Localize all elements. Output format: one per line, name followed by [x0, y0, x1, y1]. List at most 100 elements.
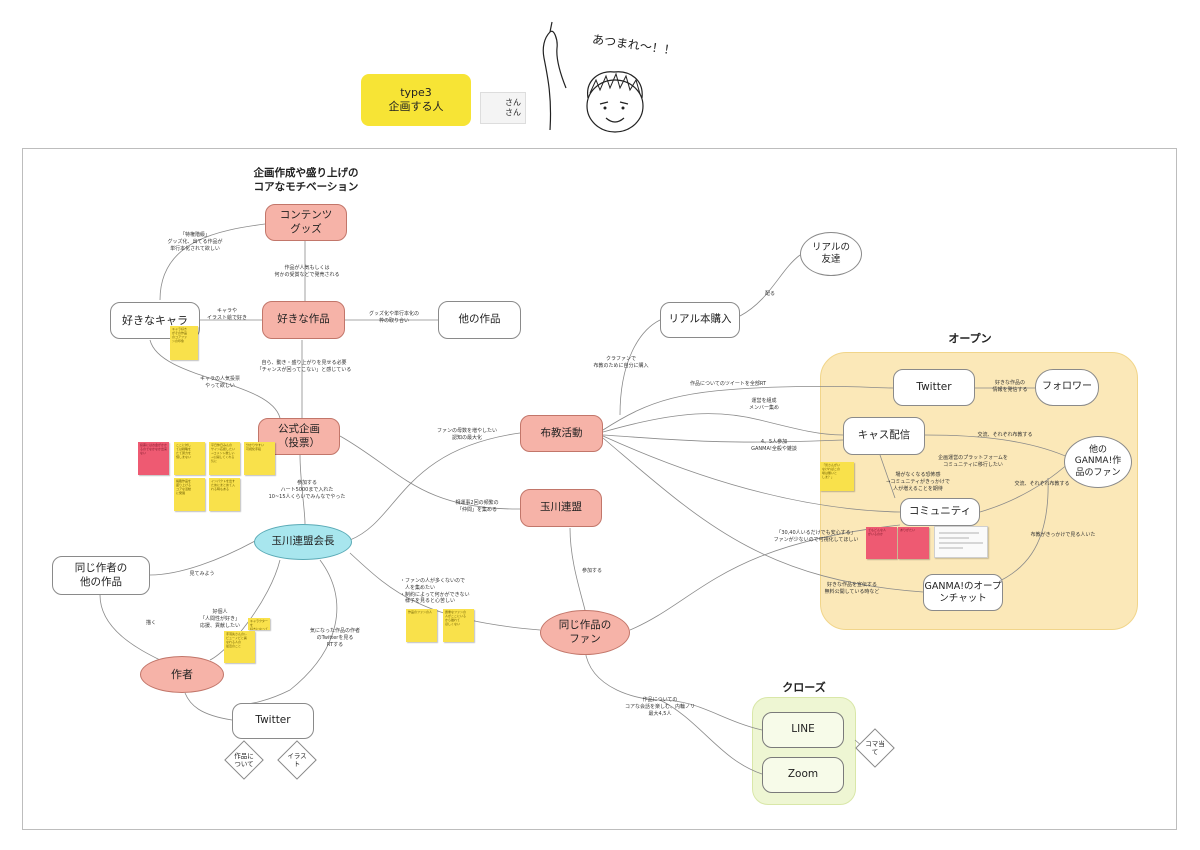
node-contents[interactable]: コンテンツ グッズ	[265, 204, 347, 241]
node-real-friend[interactable]: リアルの 友達	[800, 232, 862, 276]
motivation-title: 企画作成や盛り上げの コアなモチベーション	[253, 167, 359, 194]
edge-label: 描く	[145, 620, 156, 626]
edge-label: ファンの母数を増やしたい 認知の最大化	[436, 428, 497, 441]
edge	[979, 461, 1071, 513]
edge	[602, 435, 901, 513]
node-ganma-chat[interactable]: GANMA!のオープ ンチャット	[923, 574, 1003, 611]
edge-label: 作品についてのツイートを全部RT	[689, 381, 767, 387]
edge-label: 好個人 「人間性が好き」 応援、貢献したい	[199, 609, 240, 629]
sticky-note: 貴重なファンの 人がここにいる から離れて ほしくない	[443, 609, 474, 642]
edge	[602, 434, 844, 443]
sticky-note: 作品のファンの人	[406, 609, 437, 642]
edge-label: キャラの人気投票 やって欲しい	[199, 376, 240, 389]
edge	[239, 559, 338, 705]
screenshot-thumbnail	[934, 526, 988, 558]
edge	[299, 454, 306, 525]
persona-names: さん さん	[480, 92, 526, 124]
edge-label: 気になった作品の作者 のTwitterを見る RTする	[309, 628, 360, 648]
sticky-note: インパクトを出す ためにまとめて入 れる時もある	[209, 478, 240, 511]
node-president[interactable]: 玉川連盟会長	[254, 524, 352, 560]
edge	[602, 413, 844, 436]
node-cast[interactable]: キャス配信	[843, 417, 925, 455]
sticky-note: 「皆さんがい なければこの 場は無いと しま？」	[820, 462, 854, 491]
edge-label: 運営を組成 メンバー集め	[748, 398, 779, 411]
edge-label: 「30,40人いるだけでも安心する」 ファンが少ないので可視化してほしい	[773, 530, 859, 543]
edge	[629, 524, 901, 631]
edge-label: 相運事2回の頻繁の 「仲間」を集める	[455, 500, 499, 513]
edge	[602, 437, 924, 593]
edge-label: 作品についての コアな会話を楽しむ、内輪ノリ 最大4,5人	[624, 697, 695, 717]
edge-label: 好きな作品の 情報を発信する	[992, 380, 1028, 393]
edge-label: 好きな作品を宣伝する 無料公開している時など	[824, 582, 880, 595]
sticky-note: 手羽先さんのレ ビューノビと異 なれる人の 最近のこと	[224, 631, 255, 663]
edge-label: 場がなくなる恐怖感 →コミュニティがきっかけで 人が増えることを期待	[886, 472, 950, 492]
edge-label: ・ファンの人が多くないので 人を集めたい ・制約によって何かができない 様子を見…	[400, 578, 470, 605]
node-favorite-work[interactable]: 好きな作品	[262, 301, 345, 339]
edge	[879, 454, 896, 499]
edge-label: 見てみよう	[189, 571, 215, 577]
node-zoom[interactable]: Zoom	[762, 757, 844, 793]
edge-label: 配る	[764, 291, 775, 297]
edge	[739, 254, 801, 317]
edge-label: 作品が人気もしくは 何かの受賞などで発売される	[274, 265, 340, 278]
sticky-note: ここに対し ては戦略を たて努力を 惜しまない	[174, 442, 205, 475]
node-twitter-left[interactable]: Twitter	[232, 703, 314, 739]
sticky-note: 分かりやすい 可視化手段	[244, 442, 275, 475]
edge-label: クラファンで 布教のために自分に購入	[593, 356, 649, 369]
node-community[interactable]: コミュニティ	[900, 498, 980, 526]
edge-label: 企画運営のプラットフォームを コミュニティに移行したい	[938, 455, 1008, 468]
node-twitter-open[interactable]: Twitter	[893, 369, 975, 406]
node-illust[interactable]: イラス ト	[274, 737, 320, 783]
edge	[349, 552, 541, 631]
edge-label: 参加する ハート5000まで入れた 10~15人くらいでみんなでやった	[268, 480, 346, 500]
edge-label: 交流、それぞれ布教する	[977, 432, 1033, 438]
node-about-work[interactable]: 作品に ついて	[221, 737, 267, 783]
sticky-note: 投票にはお金がかかるのでなかなか出来ない	[138, 442, 169, 475]
node-federation[interactable]: 玉川連盟	[520, 489, 602, 527]
edge	[619, 319, 661, 416]
node-other-fans[interactable]: 他の GANMA!作 品のファン	[1064, 436, 1132, 488]
node-koma[interactable]: コマ当 て	[852, 725, 898, 771]
edge-label: 「特権階級」 グッズ化、出てる作品が 単行本化されて欲しい	[167, 232, 223, 252]
edge-label: 交流、それぞれ布教する	[1014, 481, 1070, 487]
edge	[149, 339, 281, 419]
edge	[659, 699, 763, 775]
persona-title: type3 企画する人	[361, 74, 471, 126]
node-other-work[interactable]: 他の作品	[438, 301, 521, 339]
node-real-book[interactable]: リアル本購入	[660, 302, 740, 338]
close-title: クローズ	[782, 681, 826, 694]
node-same-author[interactable]: 同じ作者の 他の作品	[52, 556, 150, 595]
sticky-note: 平日休日みんの サイン応援したい →コメント欲しい →公開してくれる 気に	[209, 442, 240, 475]
node-follower[interactable]: フォロワー	[1035, 369, 1099, 406]
edge	[569, 527, 586, 611]
edge-label: グッズ化や単行本化の 枠の取り合い	[368, 311, 419, 324]
node-illust-label: イラス ト	[287, 751, 307, 768]
node-koma-label: コマ当 て	[865, 739, 885, 756]
edge-label: 4、5人参加 GANMA!全般や雑談	[751, 439, 797, 452]
edge	[339, 435, 521, 510]
sticky-note: キャラクターを 好きになって 応援	[248, 618, 270, 630]
edge	[924, 434, 1071, 459]
character-sketch	[542, 21, 644, 133]
sticky-note: でもどんな人 がいるのか	[866, 527, 897, 559]
edge-label: 参加する	[581, 568, 602, 574]
sticky-note: 掲載作品を 盛り上げる コアな活動 に発展	[174, 478, 205, 511]
edge	[584, 649, 763, 731]
edge	[602, 385, 894, 431]
edge	[149, 540, 256, 576]
edge	[159, 223, 266, 301]
node-favorite-chara[interactable]: 好きなキャラ	[110, 302, 200, 339]
node-line[interactable]: LINE	[762, 712, 844, 748]
node-about-work-label: 作品に ついて	[234, 751, 254, 768]
sticky-note: ありがたい	[898, 527, 929, 559]
edge	[184, 692, 233, 721]
node-propagation[interactable]: 布教活動	[520, 415, 603, 452]
edge-label: 布教がきっかけで見る人いた	[1030, 532, 1096, 538]
sticky-note: キャラ好き がその作品 のコアファ ンの印象	[170, 326, 198, 360]
node-same-fans[interactable]: 同じ作品の ファン	[540, 610, 630, 655]
edge	[349, 432, 521, 541]
node-author[interactable]: 作者	[140, 656, 224, 693]
edge	[99, 594, 161, 661]
open-title: オープン	[948, 332, 992, 345]
